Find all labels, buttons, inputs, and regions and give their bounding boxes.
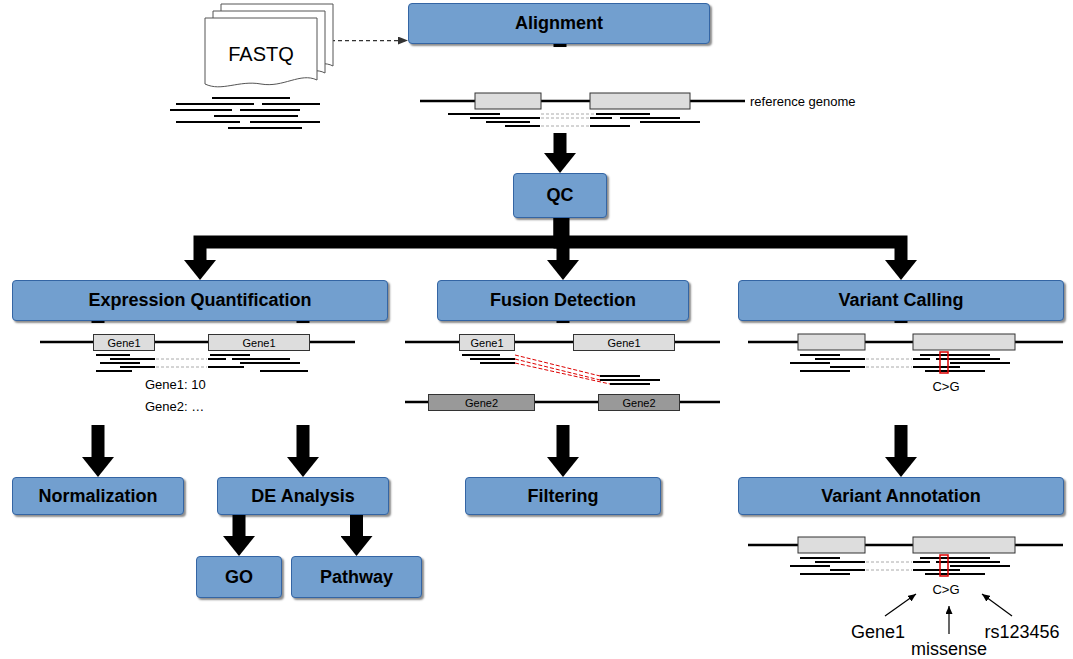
annotation-illustration (748, 537, 1063, 634)
node-label: Gene1 (242, 337, 275, 349)
step-label: Variant Annotation (821, 486, 980, 507)
step-label: Pathway (320, 567, 393, 588)
process-box: Normalization (12, 477, 184, 515)
sequence-reads (170, 98, 320, 128)
figure-label: Gene2: … (145, 399, 204, 414)
process-box: Alignment (408, 3, 710, 44)
node-label: FASTQ (228, 43, 294, 66)
document-outline (205, 18, 317, 87)
variant-illustration (744, 323, 1066, 425)
process-box: Variant Annotation (738, 477, 1064, 515)
step-label: DE Analysis (251, 486, 354, 507)
step-label: Fusion Detection (490, 290, 636, 311)
step-label: Normalization (38, 486, 157, 507)
step-label: Variant Calling (838, 290, 963, 311)
step-label: GO (225, 567, 253, 588)
process-box: Variant Calling (738, 280, 1064, 321)
step-label: Filtering (528, 486, 599, 507)
gene-box: Gene1 (573, 334, 675, 351)
process-box: GO (196, 556, 282, 598)
gene-box: Gene1 (459, 334, 515, 351)
gene-box: Gene1 (93, 334, 155, 351)
step-label: QC (547, 185, 574, 206)
document-shape: FASTQ (205, 18, 317, 90)
annotation-label: Gene1 (851, 622, 905, 643)
step-label: Alignment (515, 13, 603, 34)
figure-label: Gene1: 10 (145, 377, 206, 392)
gene-box: Gene2 (598, 394, 680, 411)
alignment-illustration (414, 47, 746, 133)
gene-box: Gene2 (428, 394, 535, 411)
flow-arrow (350, 515, 363, 556)
node-label: Gene1 (470, 337, 503, 349)
process-box: QC (513, 173, 607, 218)
process-box: Pathway (291, 556, 422, 598)
node-label: Gene1 (607, 337, 640, 349)
flow-arrow (233, 515, 246, 556)
node-label: Gene1 (107, 337, 140, 349)
node-label: Gene2 (622, 397, 655, 409)
expression-illustration (14, 323, 390, 425)
gene-box: Gene1 (208, 334, 310, 351)
step-label: Expression Quantification (88, 290, 311, 311)
fusion-illustration (398, 323, 726, 425)
process-box: Filtering (465, 477, 661, 515)
figure-label: reference genome (750, 94, 856, 109)
flow-arrow (200, 218, 560, 280)
figure-label: C>G (932, 582, 959, 597)
process-box: Expression Quantification (12, 280, 388, 321)
flow-arrow (560, 218, 901, 280)
node-label: Gene2 (465, 397, 498, 409)
process-box: DE Analysis (217, 477, 389, 515)
figure-label: C>G (932, 379, 959, 394)
annotation-label: missense (911, 639, 987, 659)
process-box: Fusion Detection (437, 280, 689, 321)
annotation-label: rs123456 (984, 622, 1059, 643)
